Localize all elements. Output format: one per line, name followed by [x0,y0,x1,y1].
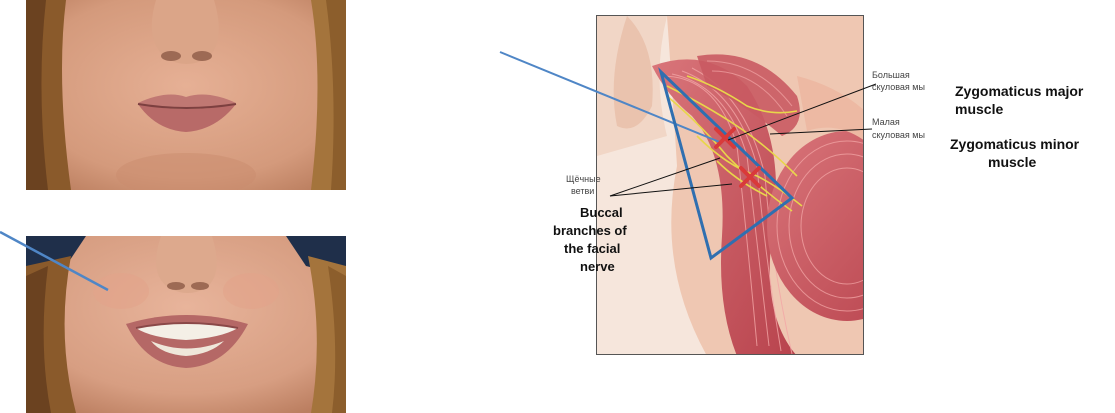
label-zyg-minor-ru-1: Малая [872,117,900,127]
label-buccal-ru-2: ветви [571,186,594,196]
leader-zyg-minor [770,129,872,134]
label-zyg-major-ru-2: скуловая мы [872,82,925,92]
label-zyg-minor-ru-2: скуловая мы [872,130,925,140]
label-buccal-en-4: nerve [580,260,615,275]
label-buccal-en-3: the facial [564,242,620,257]
label-buccal-ru-1: Щёчные [566,174,601,184]
triangle-region [661,72,792,258]
pointer-line-photo [0,232,108,290]
label-zyg-major-en-1: Zygomaticus major [955,83,1083,99]
cross-marker-lower [741,168,759,186]
label-zyg-minor-en-2: muscle [988,154,1036,170]
label-zyg-major-en-2: muscle [955,101,1003,117]
label-buccal-en-1: Buccal [580,206,623,221]
label-zyg-minor-en-1: Zygomaticus minor [950,136,1079,152]
leader-zyg-major [728,84,876,140]
label-buccal-en-2: branches of [553,224,627,239]
label-zyg-major-ru-1: Большая [872,70,910,80]
